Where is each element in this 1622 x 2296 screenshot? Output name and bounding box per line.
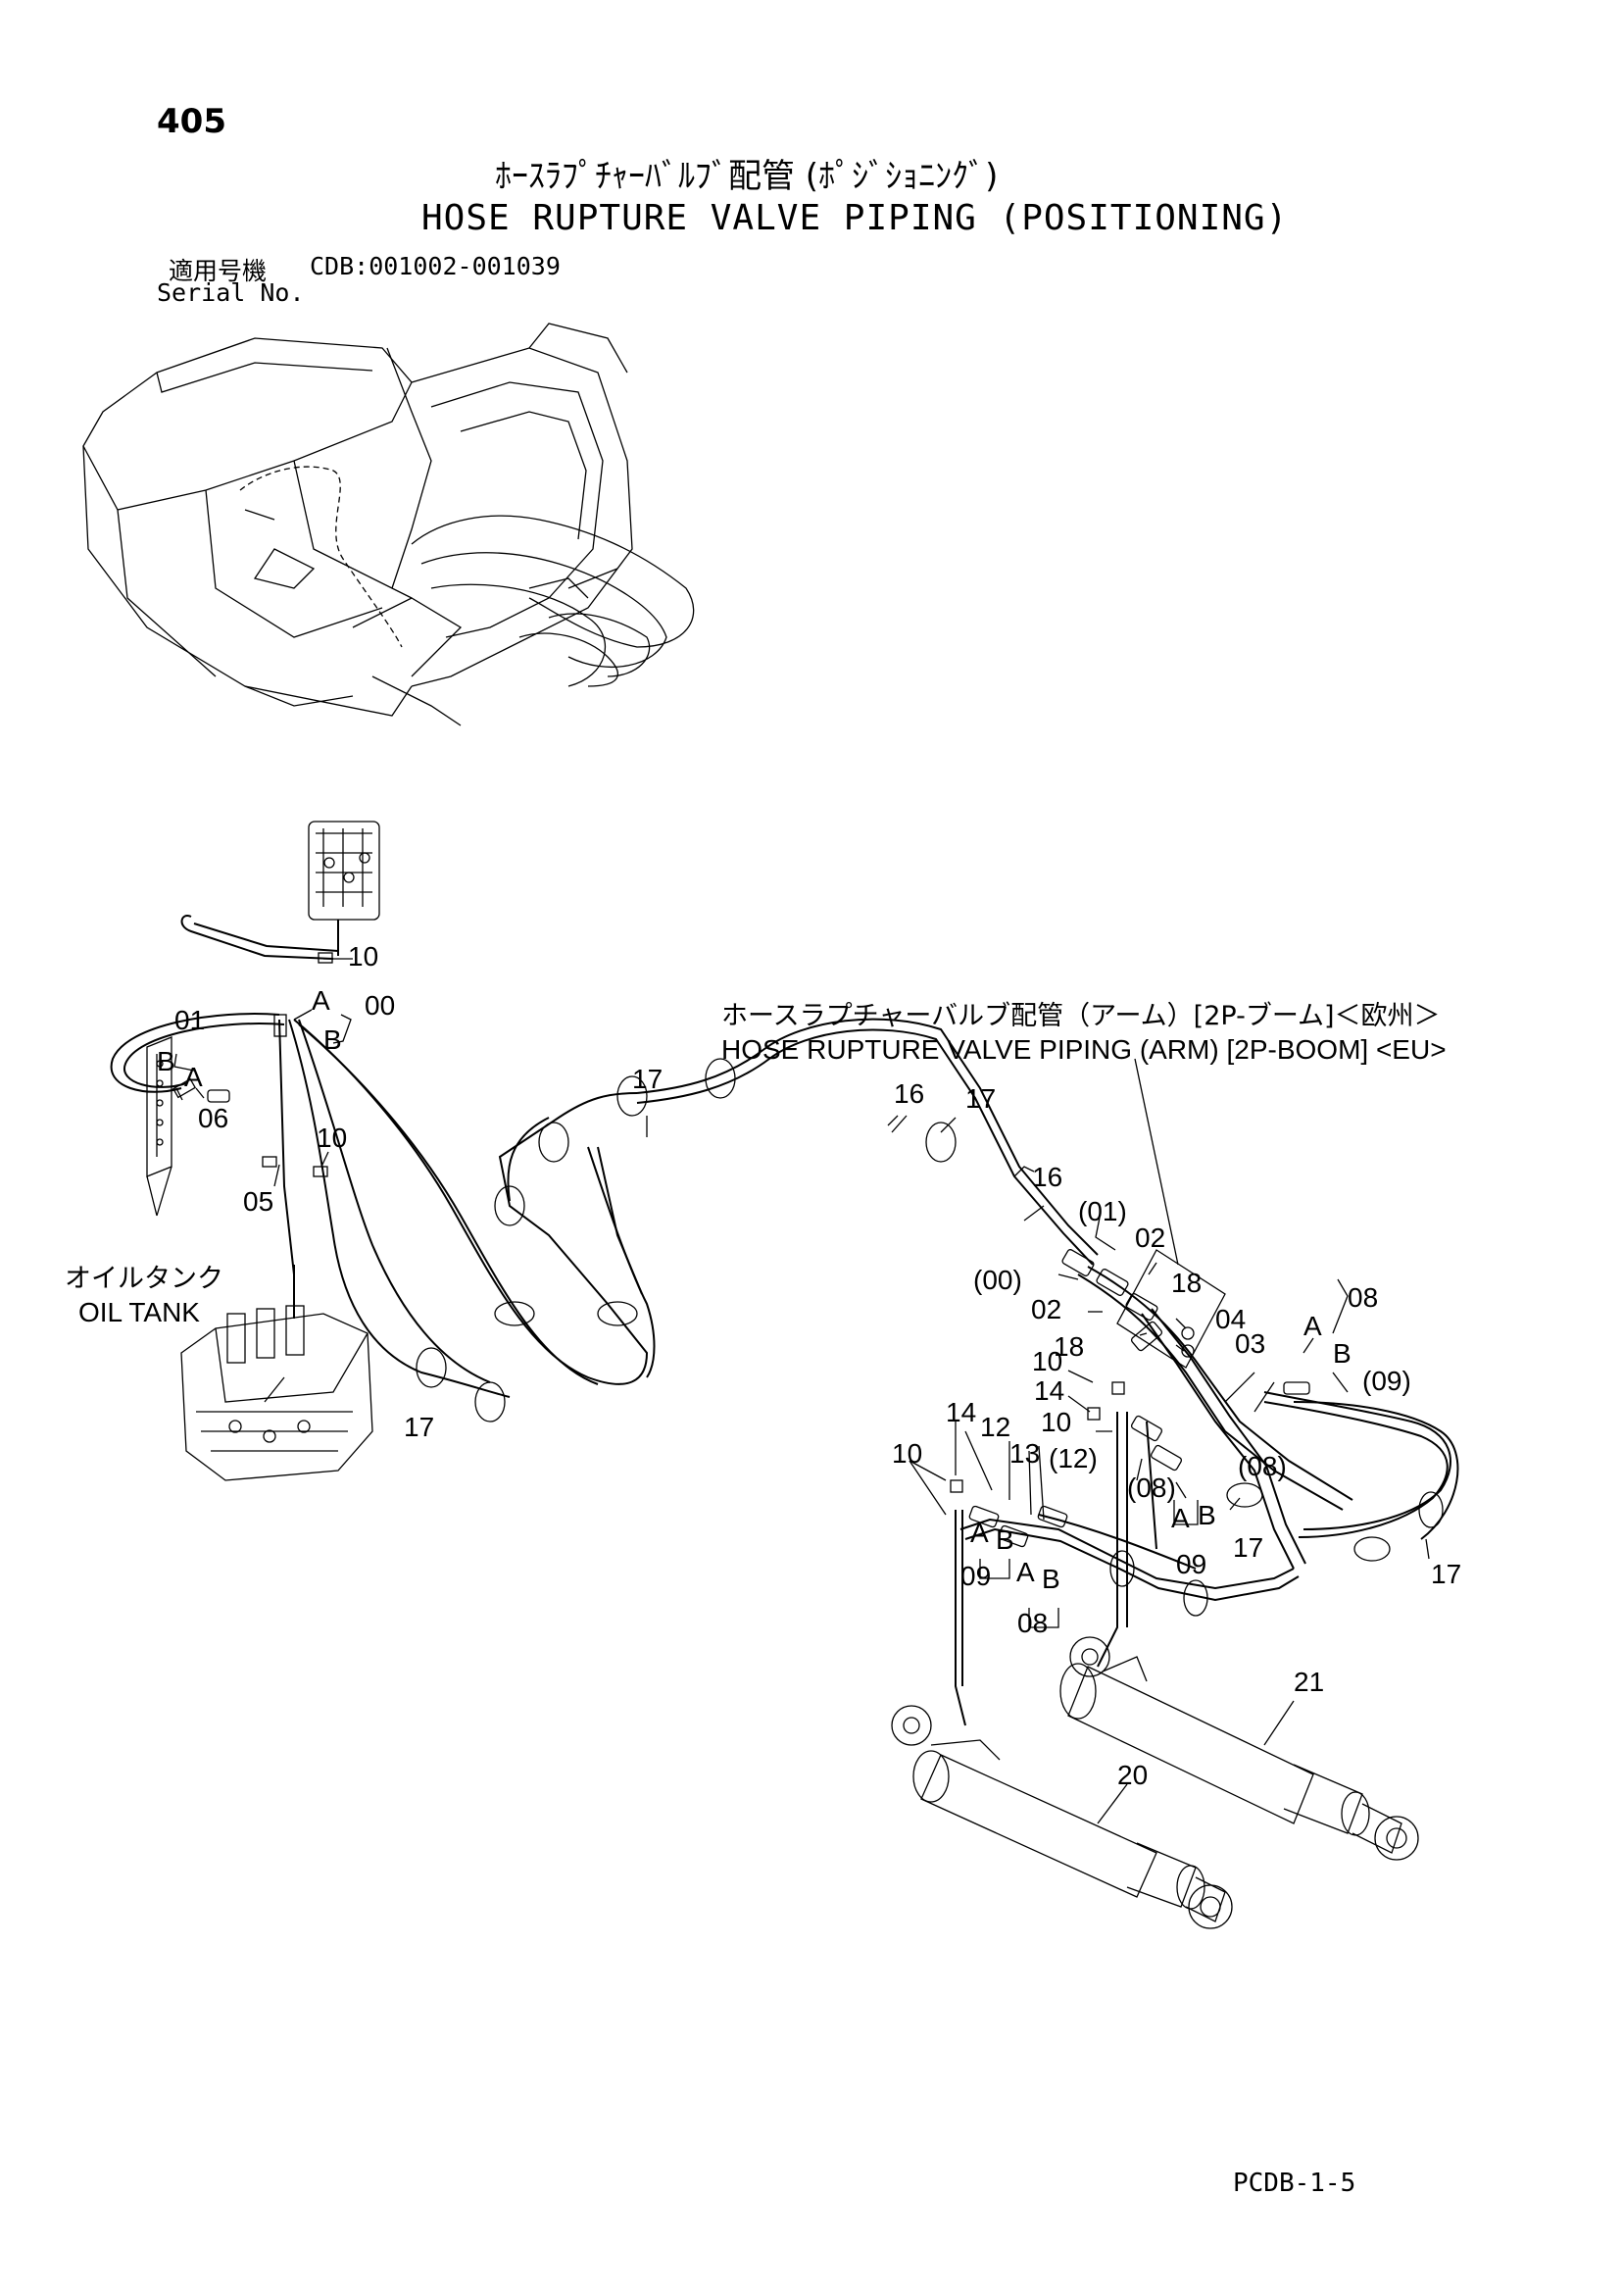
callout: 03 bbox=[1235, 1328, 1265, 1359]
callout: (01) bbox=[1078, 1196, 1127, 1226]
callout: 17 bbox=[404, 1412, 434, 1442]
callout: 18 bbox=[1171, 1268, 1202, 1298]
hose-routing-left bbox=[110, 915, 1099, 1398]
callout: B bbox=[996, 1524, 1014, 1555]
callout: 05 bbox=[243, 1186, 273, 1217]
callout: 00 bbox=[365, 990, 395, 1021]
callout: 16 bbox=[894, 1078, 924, 1109]
callout: 01 bbox=[174, 1005, 205, 1035]
callout-labels: 10 A 00 B 01 B A 06 05 10 17 16 17 16 (0… bbox=[157, 941, 1461, 1790]
hose-rupture-valves bbox=[950, 1249, 1444, 1617]
callout: 10 bbox=[1032, 1346, 1062, 1376]
callout: A bbox=[1171, 1503, 1190, 1533]
callout: A bbox=[1016, 1557, 1035, 1587]
reference-title-english: HOSE RUPTURE VALVE PIPING (ARM) [2P-BOOM… bbox=[721, 1034, 1447, 1065]
callout: B bbox=[1333, 1338, 1352, 1369]
callout: 10 bbox=[317, 1123, 347, 1153]
hose-routing-right bbox=[955, 1266, 1459, 1726]
footer-code: PCDB-1-5 bbox=[1233, 2169, 1356, 2198]
callout: 10 bbox=[892, 1438, 922, 1469]
callout: (08) bbox=[1238, 1451, 1287, 1481]
title-japanese: ﾎｰｽﾗﾌﾟﾁｬｰﾊﾞﾙﾌﾞ配管 (ﾎﾟｼﾞｼｮﾆﾝｸﾞ) bbox=[495, 157, 999, 196]
callout: 17 bbox=[1233, 1532, 1263, 1563]
serial-label-japanese: 適用号機 bbox=[169, 257, 268, 285]
callout: 09 bbox=[1176, 1549, 1206, 1579]
oil-tank-label-english: OIL TANK bbox=[78, 1297, 200, 1327]
callout: 14 bbox=[1034, 1375, 1064, 1406]
control-valve-illustration bbox=[180, 1265, 373, 1481]
callout: 10 bbox=[348, 941, 378, 972]
callout: 10 bbox=[1041, 1407, 1071, 1437]
callout: 13 bbox=[1009, 1438, 1040, 1469]
callout: 02 bbox=[1031, 1294, 1061, 1324]
callout: A bbox=[184, 1062, 203, 1092]
hose-clamps-left bbox=[416, 1058, 1035, 1423]
fittings-left bbox=[172, 952, 333, 1177]
callout: (00) bbox=[973, 1265, 1022, 1295]
callout: 14 bbox=[946, 1397, 976, 1427]
cylinder-21 bbox=[1059, 1636, 1419, 1861]
callout: (09) bbox=[1362, 1366, 1411, 1396]
leader-lines bbox=[173, 958, 1430, 1824]
callout: 16 bbox=[1032, 1162, 1062, 1192]
callout: 17 bbox=[1431, 1559, 1461, 1589]
callout: 08 bbox=[1017, 1608, 1048, 1638]
callout: 21 bbox=[1294, 1667, 1324, 1697]
callout: 02 bbox=[1135, 1223, 1165, 1253]
callout: A bbox=[312, 985, 330, 1016]
callout: 06 bbox=[198, 1103, 228, 1133]
callout: A bbox=[970, 1518, 989, 1548]
callout: 18 bbox=[1054, 1331, 1084, 1362]
callout: B bbox=[1198, 1500, 1216, 1530]
callout: 20 bbox=[1117, 1760, 1148, 1790]
callout: A bbox=[1303, 1311, 1322, 1341]
excavator-overview-illustration bbox=[82, 323, 695, 726]
callout: 12 bbox=[980, 1412, 1010, 1442]
callout: (08) bbox=[1127, 1472, 1176, 1503]
callout: (12) bbox=[1049, 1443, 1098, 1473]
serial-label-english: Serial No. bbox=[157, 278, 305, 307]
callout: 08 bbox=[1348, 1282, 1378, 1313]
cylinder-20 bbox=[891, 1705, 1233, 1929]
title-english: HOSE RUPTURE VALVE PIPING (POSITIONING) bbox=[421, 198, 1289, 238]
callout: B bbox=[1042, 1564, 1060, 1594]
callout: B bbox=[157, 1046, 175, 1076]
serial-range: CDB:001002-001039 bbox=[310, 252, 561, 280]
oil-tank-bracket bbox=[146, 1036, 172, 1217]
pilot-valve-block bbox=[308, 821, 380, 956]
callout: 17 bbox=[632, 1064, 663, 1094]
callout: B bbox=[323, 1024, 342, 1055]
reference-title-japanese: ホースラプチャーバルブ配管（アーム）[2P-ブーム]＜欧州＞ bbox=[721, 1001, 1441, 1031]
callout: 04 bbox=[1215, 1304, 1246, 1334]
callout: 09 bbox=[960, 1561, 991, 1591]
oil-tank-label-japanese: オイルタンク bbox=[65, 1264, 223, 1294]
page-number: 405 bbox=[157, 102, 226, 141]
callout: 17 bbox=[965, 1083, 996, 1114]
